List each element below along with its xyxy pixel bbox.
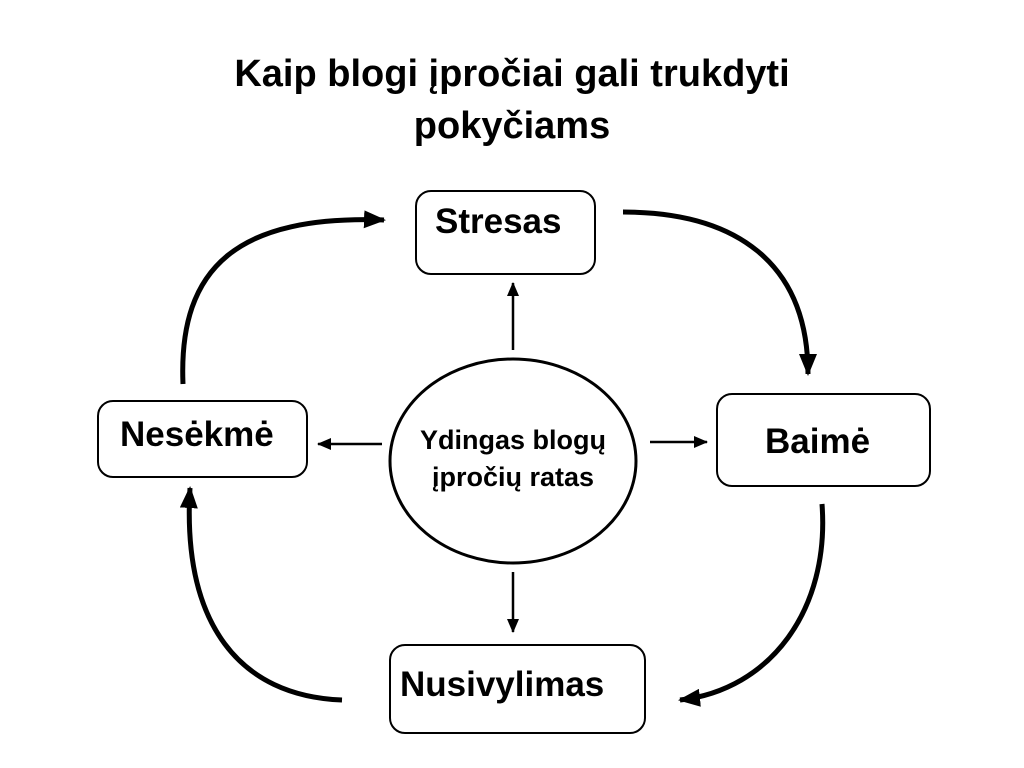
node-nesekme: Nesėkmė xyxy=(97,400,308,478)
arrow-stresas-to-baime xyxy=(622,209,817,376)
node-baime: Baimė xyxy=(716,393,931,487)
title-line-1: Kaip blogi įpročiai gali trukdyti xyxy=(234,53,790,95)
arrow-nesekme-to-stresas xyxy=(180,210,386,385)
node-stresas: Stresas xyxy=(415,190,596,275)
center-label-line-2: įpročių ratas xyxy=(431,462,595,492)
center-label-line-1: Ydingas blogų xyxy=(420,425,606,455)
arrow-baime-to-nusivylimas xyxy=(678,503,826,707)
node-nusivylimas: Nusivylimas xyxy=(389,644,646,734)
node-baime-label: Baimė xyxy=(765,422,871,461)
arrow-nusivylimas-to-nesekme xyxy=(179,486,343,703)
page-title: Kaip blogi įpročiai gali trukdyti pokyči… xyxy=(112,48,912,152)
center-ellipse xyxy=(388,357,638,565)
center-label: Ydingas blogų įpročių ratas xyxy=(393,422,633,496)
node-nesekme-label: Nesėkmė xyxy=(120,415,274,454)
node-stresas-label: Stresas xyxy=(435,202,562,241)
title-line-2: pokyčiams xyxy=(413,105,611,147)
node-nusivylimas-label: Nusivylimas xyxy=(400,665,605,704)
